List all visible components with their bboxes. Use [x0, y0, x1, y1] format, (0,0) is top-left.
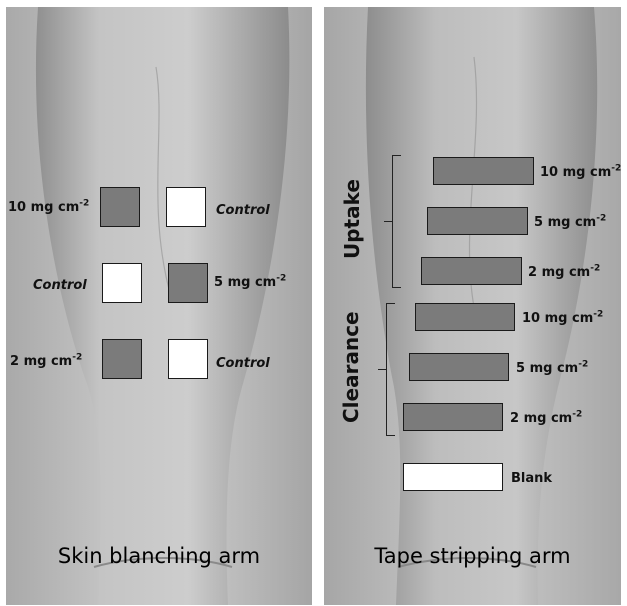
clearance-label: Clearance: [339, 323, 363, 423]
uptake-bracket-tick: [384, 221, 392, 222]
blank-bar: [403, 463, 503, 491]
panel-caption: Tape stripping arm: [324, 544, 621, 568]
control-square: [168, 339, 208, 379]
bar-label: 5 mg cm-2: [516, 361, 588, 377]
uptake-label: Uptake: [340, 187, 364, 259]
control-label: Control: [216, 203, 270, 219]
bar-label: 10 mg cm-2: [540, 165, 621, 181]
forearm-photo-left: [6, 7, 312, 605]
bar-label: 2 mg cm-2: [510, 411, 582, 427]
uptake-bracket: [392, 155, 401, 288]
dose-label-5: 5 mg cm-2: [214, 275, 286, 291]
tape-stripping-arm-panel: Uptake Clearance 10 mg cm-2 5 mg cm-2 2 …: [324, 7, 621, 605]
clearance-bar-10: [415, 303, 515, 331]
panel-caption: Skin blanching arm: [6, 544, 312, 568]
control-square: [102, 263, 142, 303]
dose-square-10: [100, 187, 140, 227]
uptake-bar-2: [421, 257, 522, 285]
dose-label-10: 10 mg cm-2: [8, 200, 89, 216]
clearance-bar-5: [409, 353, 509, 381]
clearance-bracket-tick: [378, 369, 386, 370]
dose-label-2: 2 mg cm-2: [10, 354, 82, 370]
bar-label: 2 mg cm-2: [528, 265, 600, 281]
bar-label: 5 mg cm-2: [534, 215, 606, 231]
dose-square-5: [168, 263, 208, 303]
uptake-bar-5: [427, 207, 528, 235]
clearance-bracket: [386, 303, 395, 436]
uptake-bar-10: [433, 157, 534, 185]
control-label: Control: [33, 278, 87, 294]
bar-label: 10 mg cm-2: [522, 311, 603, 327]
skin-blanching-arm-panel: 10 mg cm-2 Control Control 5 mg cm-2 2 m…: [6, 7, 312, 605]
clearance-bar-2: [403, 403, 503, 431]
bar-label: Blank: [511, 471, 552, 487]
control-square: [166, 187, 206, 227]
control-label: Control: [216, 356, 270, 372]
dose-square-2: [102, 339, 142, 379]
